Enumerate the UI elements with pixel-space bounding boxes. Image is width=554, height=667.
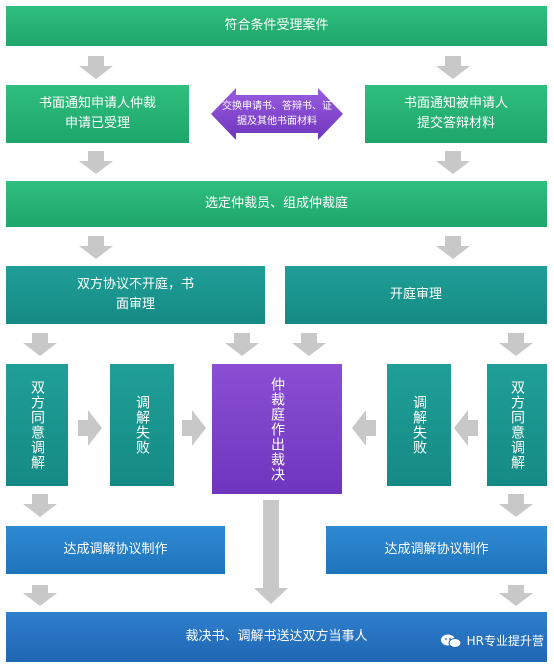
- agreement-left-box: 达成调解协议制作: [6, 526, 225, 574]
- arrow-down: [499, 333, 533, 356]
- mediate-fail-right-box: 调解失败: [387, 364, 451, 486]
- court-hearing-label: 开庭审理: [389, 287, 442, 302]
- arrow-down: [225, 333, 259, 356]
- court-hearing-box: 开庭审理: [285, 266, 547, 324]
- award-box: 仲裁庭作出裁决: [212, 364, 342, 494]
- mediate-agree-left-box: 双方同意调解: [6, 364, 68, 486]
- arrow-down: [436, 56, 470, 79]
- exchange-label: 交换申请书、答辩书、证据及其他书面材料: [222, 101, 332, 127]
- arrow-down: [292, 333, 326, 356]
- mediate-agree-right-label: 双方同意调解: [509, 380, 525, 470]
- arrow-down: [23, 333, 57, 356]
- arrow-down: [23, 494, 57, 517]
- start-label: 符合条件受理案件: [224, 18, 329, 33]
- arrow-down: [79, 236, 113, 259]
- mediate-fail-left-label: 调解失败: [134, 395, 150, 455]
- arrow-down: [499, 494, 533, 517]
- agreement-right-label: 达成调解协议制作: [384, 542, 489, 557]
- wechat-icon: [440, 634, 462, 648]
- select-arbitrator-label: 选定仲裁员、组成仲裁庭: [204, 196, 348, 211]
- arrow-left: [454, 410, 478, 446]
- written-review-label: 双方协议不开庭，书面审理: [76, 277, 194, 312]
- notify-respondent-box: 书面通知被申请人提交答辩材料: [365, 85, 547, 143]
- arrow-right: [78, 410, 102, 446]
- arrow-down: [79, 151, 113, 174]
- exchange-double-arrow: [211, 88, 343, 140]
- written-review-box: 双方协议不开庭，书面审理: [6, 266, 265, 324]
- arrow-down: [79, 56, 113, 79]
- watermark-text: HR专业提升营: [466, 634, 544, 648]
- mediate-agree-right-box: 双方同意调解: [487, 364, 547, 486]
- arrow-down: [436, 151, 470, 174]
- start-box: 符合条件受理案件: [6, 6, 547, 46]
- arrow-down: [499, 585, 533, 606]
- arrow-right: [182, 410, 206, 446]
- arrow-left: [352, 410, 376, 446]
- arrow-down: [436, 236, 470, 259]
- final-box: 裁决书、调解书送达双方当事人: [6, 612, 547, 662]
- award-label: 仲裁庭作出裁决: [269, 376, 285, 482]
- agreement-left-label: 达成调解协议制作: [63, 542, 168, 557]
- exchange-box: 交换申请书、答辩书、证据及其他书面材料: [222, 97, 332, 131]
- mediate-agree-left-label: 双方同意调解: [29, 380, 45, 470]
- notify-applicant-label: 书面通知申请人仲裁申请已受理: [38, 96, 156, 131]
- notify-respondent-label: 书面通知被申请人提交答辩材料: [403, 96, 508, 131]
- mediate-fail-right-label: 调解失败: [411, 395, 427, 455]
- arrow-down-long: [254, 500, 288, 604]
- select-arbitrator-box: 选定仲裁员、组成仲裁庭: [6, 181, 547, 227]
- arrow-down: [23, 585, 57, 606]
- agreement-right-box: 达成调解协议制作: [326, 526, 547, 574]
- notify-applicant-box: 书面通知申请人仲裁申请已受理: [6, 85, 189, 143]
- watermark: HR专业提升营: [440, 632, 544, 649]
- final-label: 裁决书、调解书送达双方当事人: [185, 629, 368, 644]
- mediate-fail-left-box: 调解失败: [110, 364, 174, 486]
